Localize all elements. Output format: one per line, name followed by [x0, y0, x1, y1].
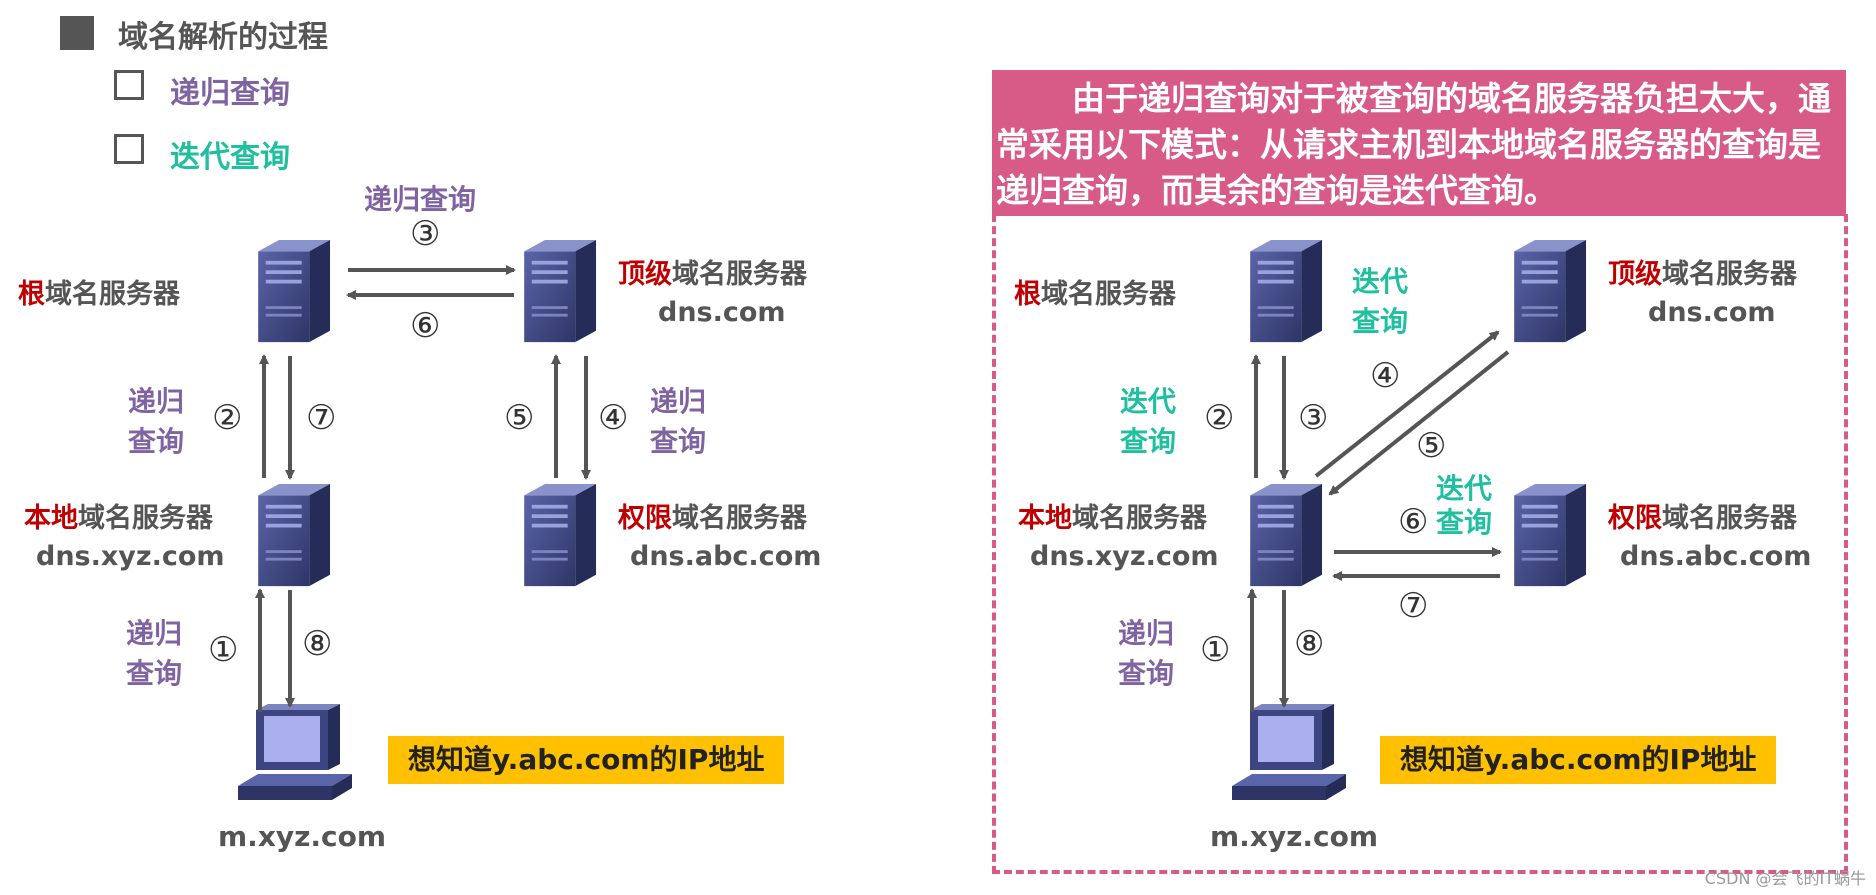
right-step-6: ⑥ — [1398, 502, 1429, 542]
right-iterative-auth-label: 迭代查询 — [1436, 472, 1493, 539]
right-step-8: ⑧ — [1294, 624, 1325, 664]
root-server-icon-right — [1250, 240, 1323, 343]
right-step-5: ⑤ — [1416, 426, 1447, 466]
client-computer-icon — [238, 704, 352, 800]
left-step-5: ⑤ — [504, 398, 535, 438]
right-iterative-q2-label: 迭代查询 — [1120, 385, 1177, 458]
auth-server-icon — [524, 484, 597, 587]
local-server-icon-right — [1250, 484, 1323, 587]
left-recursive-q4-label: 递归查询 — [650, 385, 707, 458]
left-step-1: ① — [208, 630, 239, 670]
right-step-7: ⑦ — [1398, 586, 1429, 626]
right-recursive-q1-label: 递归查询 — [1118, 617, 1175, 690]
right-step-2: ② — [1204, 398, 1235, 438]
right-step-1: ① — [1200, 630, 1231, 670]
left-step-7: ⑦ — [306, 398, 337, 438]
title-bullet-icon — [60, 16, 94, 50]
left-step-2: ② — [212, 398, 243, 438]
client-host-label: m.xyz.com — [218, 820, 387, 853]
client-computer-icon-right — [1232, 704, 1346, 800]
iterative-checkbox[interactable] — [114, 134, 144, 164]
right-iterative-top-label: 迭代查询 — [1352, 265, 1409, 338]
root-server-label-right: 根域名服务器 — [1014, 279, 1176, 310]
right-step-4: ④ — [1370, 356, 1401, 396]
watermark: CSDN @会飞的IT蜗牛 — [1704, 869, 1866, 888]
left-step-3: ③ — [410, 214, 441, 254]
iterative-diagram-frame — [992, 214, 1848, 874]
auth-server-icon-right — [1514, 484, 1587, 587]
left-step-6: ⑥ — [410, 306, 441, 346]
top-server-icon — [524, 240, 597, 343]
root-server-label: 根域名服务器 — [18, 279, 180, 310]
recursive-query-label: 递归查询 — [170, 76, 290, 111]
left-recursive-q2-label: 递归查询 — [128, 385, 185, 458]
recursive-checkbox[interactable] — [114, 70, 144, 100]
top-server-icon-right — [1514, 240, 1587, 343]
right-step-3: ③ — [1298, 398, 1329, 438]
explanation-note: 由于递归查询对于被查询的域名服务器负担太大，通常采用以下模式：从请求主机到本地域… — [992, 70, 1846, 216]
goal-label-right: 想知道y.abc.com的IP地址 — [1380, 736, 1777, 784]
left-step-4: ④ — [598, 398, 629, 438]
local-server-icon — [258, 484, 331, 587]
page-title: 域名解析的过程 — [118, 20, 328, 55]
client-host-label-right: m.xyz.com — [1210, 820, 1379, 853]
goal-label: 想知道y.abc.com的IP地址 — [388, 736, 785, 784]
left-step-8: ⑧ — [302, 624, 333, 664]
root-server-icon — [258, 240, 331, 343]
left-recursive-q1-label: 递归查询 — [126, 617, 183, 690]
left-top-recursive-label: 递归查询 — [364, 183, 477, 216]
iterative-query-label: 迭代查询 — [170, 140, 290, 175]
